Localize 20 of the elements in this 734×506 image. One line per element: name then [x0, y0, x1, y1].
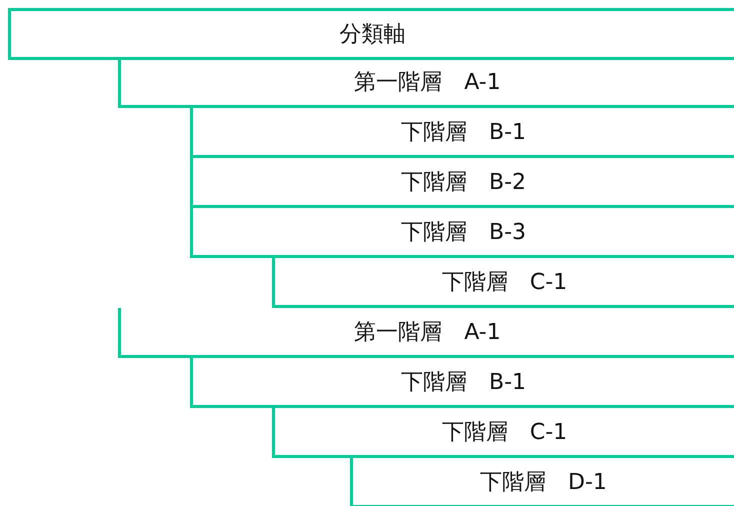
tier-label: 下階層 B-2 [400, 168, 526, 196]
tier-band [190, 108, 734, 158]
tier-label: 下階層 C-1 [442, 268, 568, 296]
tier-label: 下階層 D-1 [480, 468, 607, 496]
tier-band [118, 308, 734, 358]
tier-label: 下階層 C-1 [442, 418, 568, 446]
tier-band [118, 58, 734, 108]
tier-label: 下階層 B-1 [400, 118, 526, 146]
tier-label: 第一階層 A-1 [354, 68, 501, 96]
tier-label: 下階層 B-1 [400, 368, 526, 396]
tier-band [272, 258, 734, 308]
tier-band [350, 458, 734, 506]
tier-band [272, 408, 734, 458]
tier-band [190, 358, 734, 408]
tier-band [190, 158, 734, 208]
tier-label: 第一階層 A-1 [354, 318, 501, 346]
tier-label: 分類軸 [340, 21, 406, 49]
tier-band [8, 8, 734, 60]
tier-label: 下階層 B-3 [400, 218, 526, 246]
tier-band [190, 208, 734, 258]
